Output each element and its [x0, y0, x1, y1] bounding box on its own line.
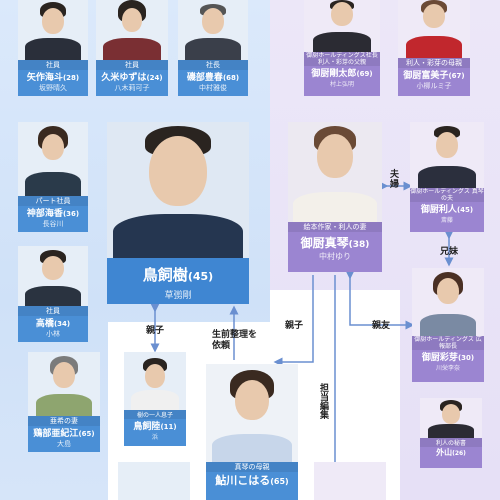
card-child: 樹の一人息子 鳥飼陸(11) 浜: [124, 352, 186, 446]
card-kanbe: パート社員 神部海香(36) 長谷川: [18, 122, 88, 232]
arrow-makoto-ayame: [345, 270, 415, 330]
card-sachiko: 亜希の妻 鶏部亜紀江(65) 大島: [28, 352, 100, 452]
card-partial-bottom-center: [314, 462, 386, 500]
relation-label-shinyuu: 親友: [372, 321, 391, 331]
card-partial-bottom-left: [118, 462, 190, 500]
card-takamatsu: 社員 高橋(34) 小林: [18, 246, 88, 342]
card-secretary: 利人の秘書 外山(26): [420, 398, 482, 468]
card-isobe: 社長 磯部豊春(68) 中村雅俊: [178, 0, 248, 96]
card-kume: 社員 久米ゆずは(24) 八木莉可子: [96, 0, 168, 96]
relation-label-tantou: 担当編集: [318, 383, 328, 419]
card-rihito: 御厨ホールディングス 真琴の夫 御厨利人(45) 斎藤: [410, 122, 484, 232]
relation-label-seizen: 生前整理を依頼: [212, 330, 258, 351]
relation-label-oyako-1: 親子: [146, 326, 165, 336]
card-torikai: 鳥飼樹(45) 草彅剛: [107, 122, 249, 304]
card-gotetsuda: 御厨ホールディングス社長 利人・彩芽の父親 御厨剛太郎(69) 村上弘明: [304, 0, 380, 96]
relation-label-kyoudai: 兄妹: [440, 247, 459, 257]
card-ayame: 御厨ホールディングス 広報部長 御厨彩芽(30) 川栄李奈: [412, 268, 484, 382]
card-koharu: 真琴の母親 鮎川こはる(65): [206, 364, 298, 500]
arrow-makoto-koharu: [273, 275, 314, 367]
card-gotetsuda-tomiko: 利人・彩芽の母親 御厨富美子(67) 小柳ルミ子: [398, 0, 470, 96]
relation-label-fuufu: 夫婦: [390, 170, 400, 190]
card-makoto: 絵本作家・利人の妻 御厨真琴(38) 中村ゆり: [288, 122, 382, 272]
card-yaosaki: 社員 矢作海斗(28) 坂野晴久: [18, 0, 88, 96]
relation-label-oyako-2: 親子: [285, 321, 304, 331]
